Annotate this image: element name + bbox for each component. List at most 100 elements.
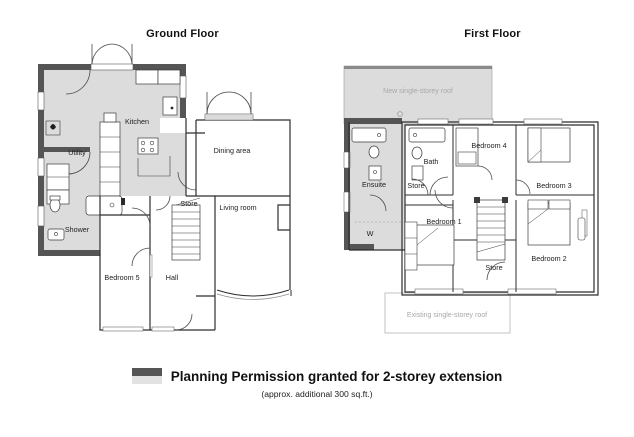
kitchen-sink [103, 112, 117, 123]
legend-sub-text: (approx. additional 300 sq.ft.) [261, 389, 373, 399]
bedroom-1-wardrobe [404, 221, 418, 271]
stair-run-first [476, 199, 506, 261]
window-first-north-1 [417, 118, 449, 125]
utility-boiler-box [45, 120, 61, 136]
door-swing-bedroom-1 [434, 189, 454, 209]
new-roof-ridge [344, 66, 492, 69]
ground-floor-room-labels: Kitchen Utility Shower Dining area Livin… [65, 117, 257, 282]
door-swing-dining-inner [177, 171, 197, 191]
door-swing-bath [429, 176, 449, 196]
legend-main-text: Planning Permission granted for 2-storey… [170, 368, 503, 384]
window-west-2 [38, 158, 44, 176]
window-bedroom5-south [102, 326, 144, 332]
new-single-storey-roof [343, 65, 493, 125]
window-first-south-1 [414, 288, 464, 295]
extension-wall-south [38, 250, 100, 256]
bed-1-fold [416, 227, 439, 246]
door-swing-ensuite [369, 194, 387, 212]
window-west-3-frame [37, 205, 45, 227]
first-bath-tap [413, 133, 417, 137]
roof-label-existing: Existing single-storey roof [407, 312, 487, 319]
window-west-3 [38, 206, 44, 226]
bed-bedroom-1 [411, 224, 455, 266]
room-label-bath: Bath [424, 157, 439, 166]
wc-cistern [49, 195, 61, 201]
hob-burner-1 [140, 140, 146, 146]
first-floor-room-labels: Ensuite W Bath Store Bedroom 4 Bedroom 3… [362, 141, 572, 272]
room-label-w: W [367, 229, 374, 238]
opening-hall-bedroom5 [149, 254, 153, 278]
kitchen-hob [137, 137, 159, 155]
legend-swatch [131, 368, 162, 384]
door-swing-bedroom5 [131, 247, 151, 267]
window-first-north-2 [458, 118, 494, 125]
ensuite-basin [368, 165, 382, 181]
room-label-bedroom-4: Bedroom 4 [471, 141, 506, 150]
kitchen-fridge [162, 96, 178, 116]
window-east-kitchen-frame [179, 75, 187, 99]
french-door-glass-dining [205, 114, 253, 120]
room-label-bedroom-1: Bedroom 1 [426, 217, 461, 226]
window-first-west-2 [343, 191, 351, 213]
first-bath-basin [411, 165, 424, 181]
window-west-2-frame [37, 157, 45, 177]
first-floor-geometry [343, 65, 599, 334]
ext-wall-first-south [344, 244, 374, 250]
room-label-bedroom-5: Bedroom 5 [104, 273, 139, 282]
window-east-kitchen [180, 76, 186, 98]
door-swing-bedroom-4 [477, 165, 493, 181]
kitchen-worktop-curve [137, 156, 171, 177]
french-door-opening-kitchen [90, 63, 134, 71]
room-label-dining-area: Dining area [214, 146, 251, 155]
first-bath-wc [411, 146, 423, 160]
room-label-kitchen: Kitchen [125, 117, 149, 126]
room-label-living-room: Living room [219, 203, 256, 212]
bed-3-pillow [527, 127, 542, 163]
legend-swatch-extension-wall [131, 368, 162, 376]
hob-burner-2 [149, 140, 155, 146]
room-label-utility: Utility [68, 148, 86, 157]
hob-burner-4 [149, 147, 155, 153]
window-first-west-1 [343, 151, 351, 169]
legend: Planning Permission granted for 2-storey… [0, 368, 634, 399]
bed-3-fold [527, 149, 542, 163]
first-floor-title: First Floor [464, 28, 521, 40]
room-label-hall: Hall [166, 273, 179, 282]
kitchen-fridge-handle [170, 106, 174, 110]
door-swing-utility-a [65, 69, 91, 95]
stair-run [171, 204, 201, 261]
ext-wall-first-west [344, 118, 350, 250]
kitchen-counter-top-a [135, 69, 159, 85]
window-hall-south [151, 326, 175, 332]
door-swing-store-first-lower [486, 261, 506, 281]
legend-swatch-extension-fill [131, 376, 162, 384]
bath-tub [85, 195, 123, 216]
door-swing-kitchen-left [91, 43, 113, 65]
bed-bedroom-2 [527, 202, 571, 246]
bay-window-inner [216, 293, 290, 300]
newel-post-b [502, 197, 508, 203]
ensuite-basin-tap [373, 170, 377, 174]
ensuite-bath-tap [377, 133, 381, 137]
bed-2-pillow-b [548, 199, 571, 210]
door-swing-entrance [175, 313, 193, 331]
room-label-bedroom-2: Bedroom 2 [531, 254, 566, 263]
bedroom-2-radiator [577, 217, 586, 241]
staircase-ground [171, 197, 201, 261]
extension-wall-utility-divider [44, 147, 90, 152]
window-first-south-2 [507, 288, 557, 295]
roof-label-new: New single-storey roof [383, 88, 453, 95]
door-swing-kitchen-right [111, 43, 133, 65]
door-swing-dining-right [228, 91, 252, 115]
ensuite-bath [351, 127, 387, 143]
existing-single-storey-roof [384, 292, 511, 334]
room-label-store-first-lower: Store [485, 263, 502, 272]
room-label-shower: Shower [65, 225, 90, 234]
room-label-ensuite: Ensuite [362, 180, 386, 189]
utility-boiler-icon [50, 124, 56, 130]
window-west-1-frame [37, 91, 45, 111]
staircase-first [474, 197, 508, 261]
door-swing-bedroom-3 [515, 179, 531, 195]
